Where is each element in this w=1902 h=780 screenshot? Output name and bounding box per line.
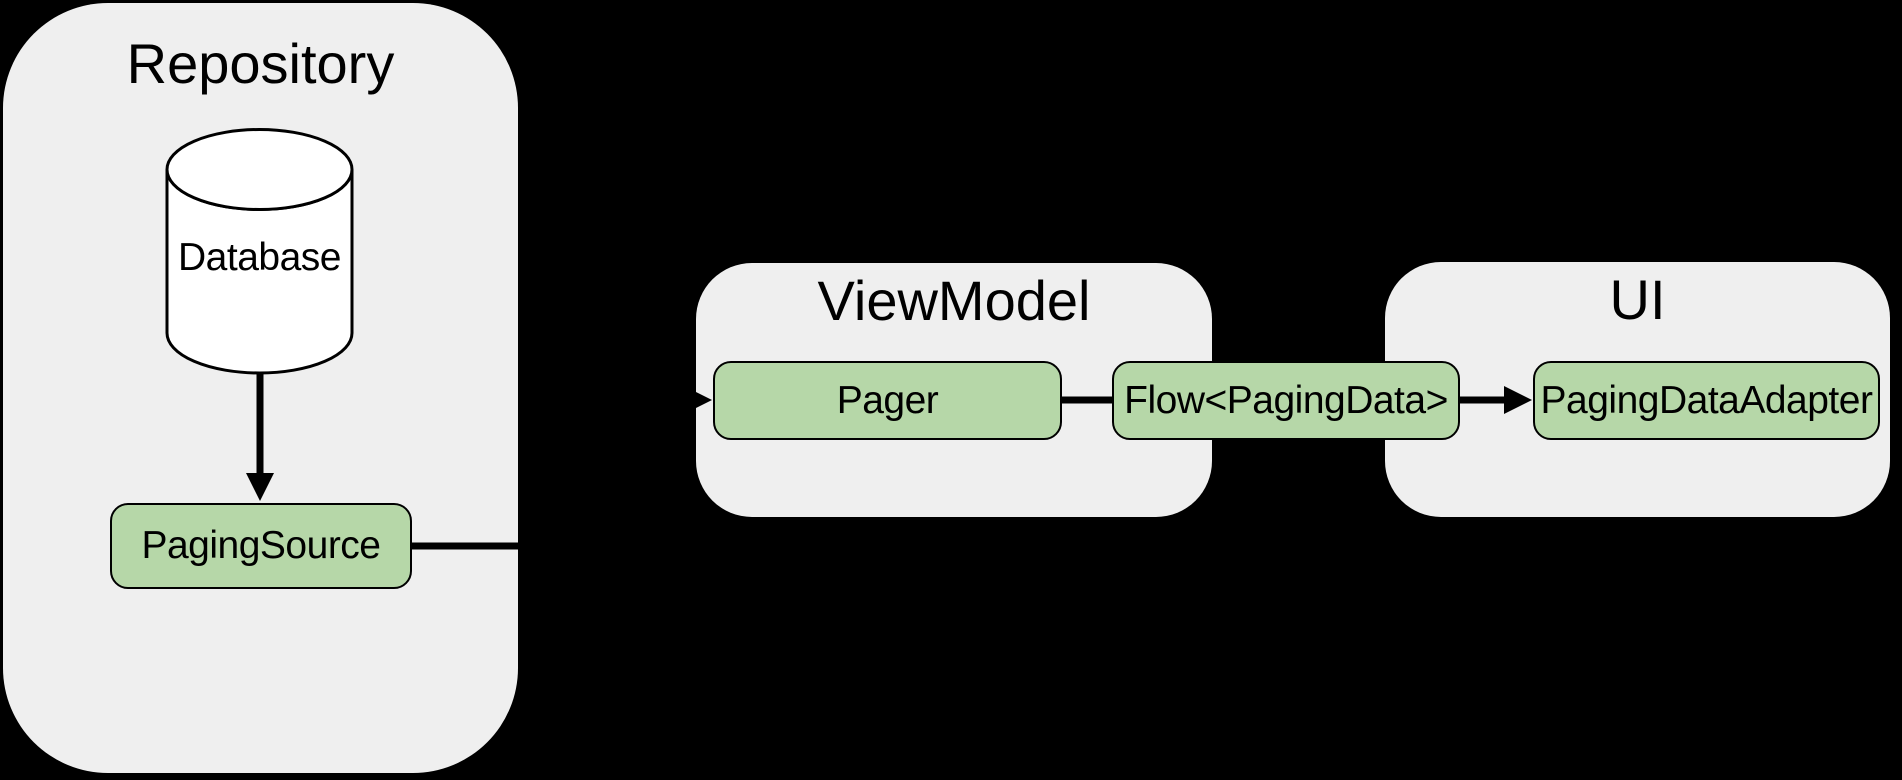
panel-title-ui: UI <box>1609 268 1666 331</box>
connector-pagingsource-to-pager <box>412 386 712 550</box>
node-pager-label: Pager <box>836 378 939 422</box>
node-paging-source-label: PagingSource <box>141 524 381 567</box>
connector-flow-to-adapter <box>1460 386 1532 414</box>
panel-title-viewmodel: ViewModel <box>817 269 1091 332</box>
node-pager: Pager <box>713 361 1062 440</box>
node-paging-data-adapter-label: PagingDataAdapter <box>1540 378 1873 422</box>
connector-database-to-pagingsource <box>246 372 274 501</box>
panel-title-repository: Repository <box>126 32 395 95</box>
arrowhead-right-icon <box>684 386 712 414</box>
node-database-label: Database <box>178 235 341 279</box>
node-paging-data-adapter: PagingDataAdapter <box>1533 361 1880 440</box>
node-paging-source: PagingSource <box>110 503 412 589</box>
arrowhead-right-icon <box>1504 386 1532 414</box>
node-flow-pagingdata-label: Flow<PagingData> <box>1124 378 1448 422</box>
node-flow-pagingdata: Flow<PagingData> <box>1112 361 1460 440</box>
database-cylinder-icon <box>165 128 354 375</box>
arrowhead-down-icon <box>246 473 274 501</box>
